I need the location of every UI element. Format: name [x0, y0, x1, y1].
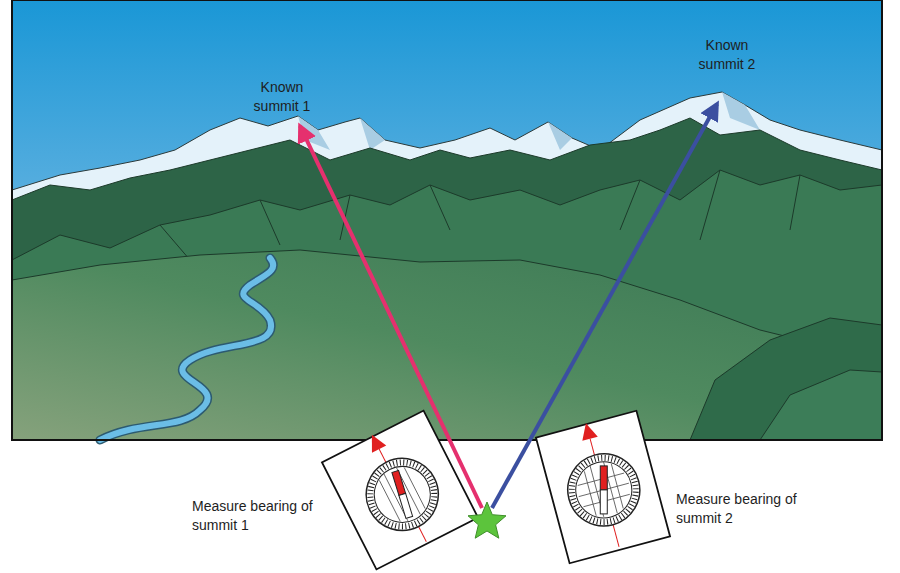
needle-north — [392, 470, 406, 495]
orienting-lines — [572, 457, 636, 522]
needle-south — [399, 493, 413, 518]
compass-card — [536, 410, 670, 563]
bearing-arrow — [300, 126, 482, 508]
compass-baseplate — [322, 411, 478, 570]
compass-ticks — [565, 451, 643, 529]
observer-star — [468, 502, 506, 538]
needle-south — [600, 490, 607, 514]
compass-dial — [569, 456, 638, 525]
orienting-lines — [378, 464, 427, 524]
direction-arrow — [365, 431, 387, 453]
compass-ticks — [359, 451, 445, 537]
ridge-lines — [160, 170, 800, 260]
compass-ring — [354, 446, 451, 543]
compass-card — [321, 409, 478, 569]
compass-ring — [560, 446, 648, 534]
summit-label: Known summit 2 — [688, 36, 766, 74]
compass-needle — [392, 470, 413, 518]
compass-dial — [365, 457, 440, 532]
needle-north — [600, 466, 607, 490]
river-bank — [100, 258, 273, 440]
foreground-hill — [690, 318, 882, 440]
bearing-arrow — [492, 104, 717, 508]
compass-baseplate — [536, 411, 670, 563]
bearing-label: Measure bearing of summit 2 — [676, 490, 826, 528]
foreground-hill — [760, 370, 882, 440]
valley-floor — [12, 250, 882, 440]
direction-arrow — [578, 421, 598, 441]
sky — [12, 0, 882, 440]
river — [100, 258, 273, 440]
summit-label: Known summit 1 — [243, 78, 321, 116]
compass-needle — [600, 466, 607, 514]
bearing-label: Measure bearing of summit 1 — [192, 497, 342, 535]
picture-frame — [12, 0, 882, 440]
